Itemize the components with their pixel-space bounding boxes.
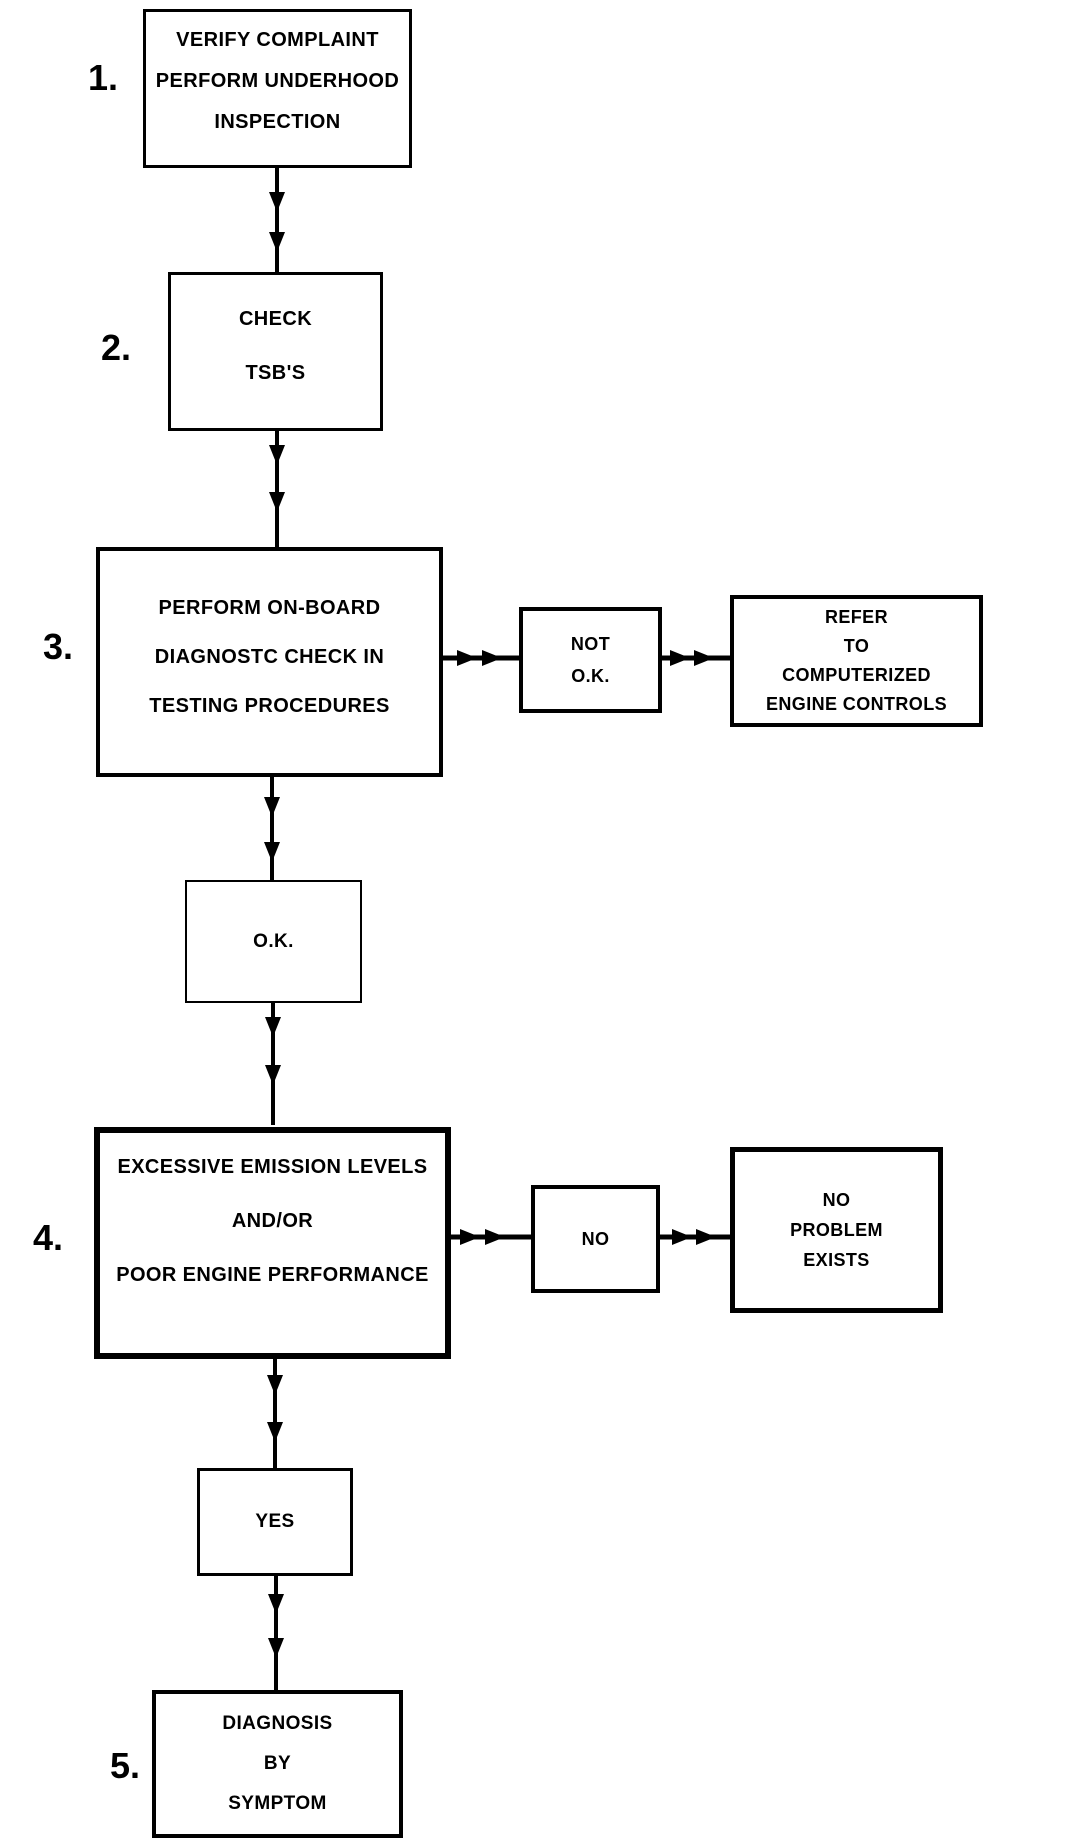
box-text-line: EXCESSIVE EMISSION LEVELS (117, 1156, 428, 1178)
box-refer-computerized-engine-controls: REFER TO COMPUTERIZED ENGINE CONTROLS (730, 595, 983, 727)
arrow-step4-to-no (451, 1229, 531, 1245)
step-number-1: 1. (88, 57, 119, 98)
step-number-5: 5. (110, 1745, 141, 1786)
arrow-step3-to-ok (264, 777, 280, 880)
box-no-problem-exists: NO PROBLEM EXISTS (730, 1147, 943, 1313)
box-text-line: TSB'S (245, 361, 306, 384)
box-verify-complaint: VERIFY COMPLAINT PERFORM UNDERHOOD INSPE… (143, 9, 412, 168)
box-onboard-diagnostic-check: PERFORM ON-BOARD DIAGNOSTC CHECK IN TEST… (96, 547, 443, 777)
box-text-line: DIAGNOSTC CHECK IN (154, 645, 385, 668)
arrow-ok-to-step4 (265, 1003, 281, 1125)
box-text-line: YES (255, 1511, 295, 1532)
box-text-line: O.K. (571, 666, 610, 686)
box-text-line: POOR ENGINE PERFORMANCE (116, 1264, 429, 1286)
box-text-line: O.K. (253, 930, 294, 952)
arrow-step3-to-not-ok (443, 650, 519, 666)
box-text-line: AND/OR (231, 1210, 314, 1232)
step-number-2: 2. (101, 327, 132, 368)
box-text-line: REFER (824, 607, 888, 627)
box-text-line: BY (263, 1753, 292, 1774)
arrow-no-to-no-problem (660, 1229, 730, 1245)
box-text-line: TESTING PROCEDURES (149, 694, 390, 717)
box-text-line: NO (581, 1228, 610, 1249)
step-number-4: 4. (33, 1217, 64, 1258)
box-excessive-emission-levels: EXCESSIVE EMISSION LEVELS AND/OR POOR EN… (94, 1127, 451, 1359)
box-text-line: PERFORM UNDERHOOD (155, 70, 400, 92)
box-text-line: DIAGNOSIS (222, 1713, 333, 1734)
box-no: NO (531, 1185, 660, 1293)
step-number-3: 3. (43, 626, 74, 667)
box-not-ok: NOT O.K. (519, 607, 662, 713)
box-text-line: EXISTS (803, 1250, 870, 1270)
box-text-line: INSPECTION (214, 111, 341, 133)
arrow-yes-to-step5 (268, 1576, 284, 1690)
box-text-line: COMPUTERIZED (782, 665, 931, 685)
arrow-step4-to-yes (267, 1359, 283, 1468)
box-text-line: SYMPTOM (228, 1793, 327, 1814)
box-text-line: ENGINE CONTROLS (765, 694, 947, 714)
box-ok: O.K. (185, 880, 362, 1003)
box-diagnosis-by-symptom: DIAGNOSIS BY SYMPTOM (152, 1690, 403, 1838)
box-check-tsbs: CHECK TSB'S (168, 272, 383, 431)
box-text-line: PERFORM ON-BOARD (158, 596, 381, 619)
arrow-step2-to-step3 (269, 431, 285, 547)
box-text-line: VERIFY COMPLAINT (176, 29, 379, 51)
box-text-line: TO (843, 636, 870, 656)
arrow-step1-to-step2 (269, 168, 285, 272)
box-text-line: NO (822, 1190, 851, 1210)
box-text-line: CHECK (238, 307, 313, 330)
box-yes: YES (197, 1468, 353, 1576)
box-text-line: NOT (570, 634, 611, 654)
arrow-not-ok-to-refer (662, 650, 730, 666)
box-text-line: PROBLEM (790, 1220, 883, 1240)
